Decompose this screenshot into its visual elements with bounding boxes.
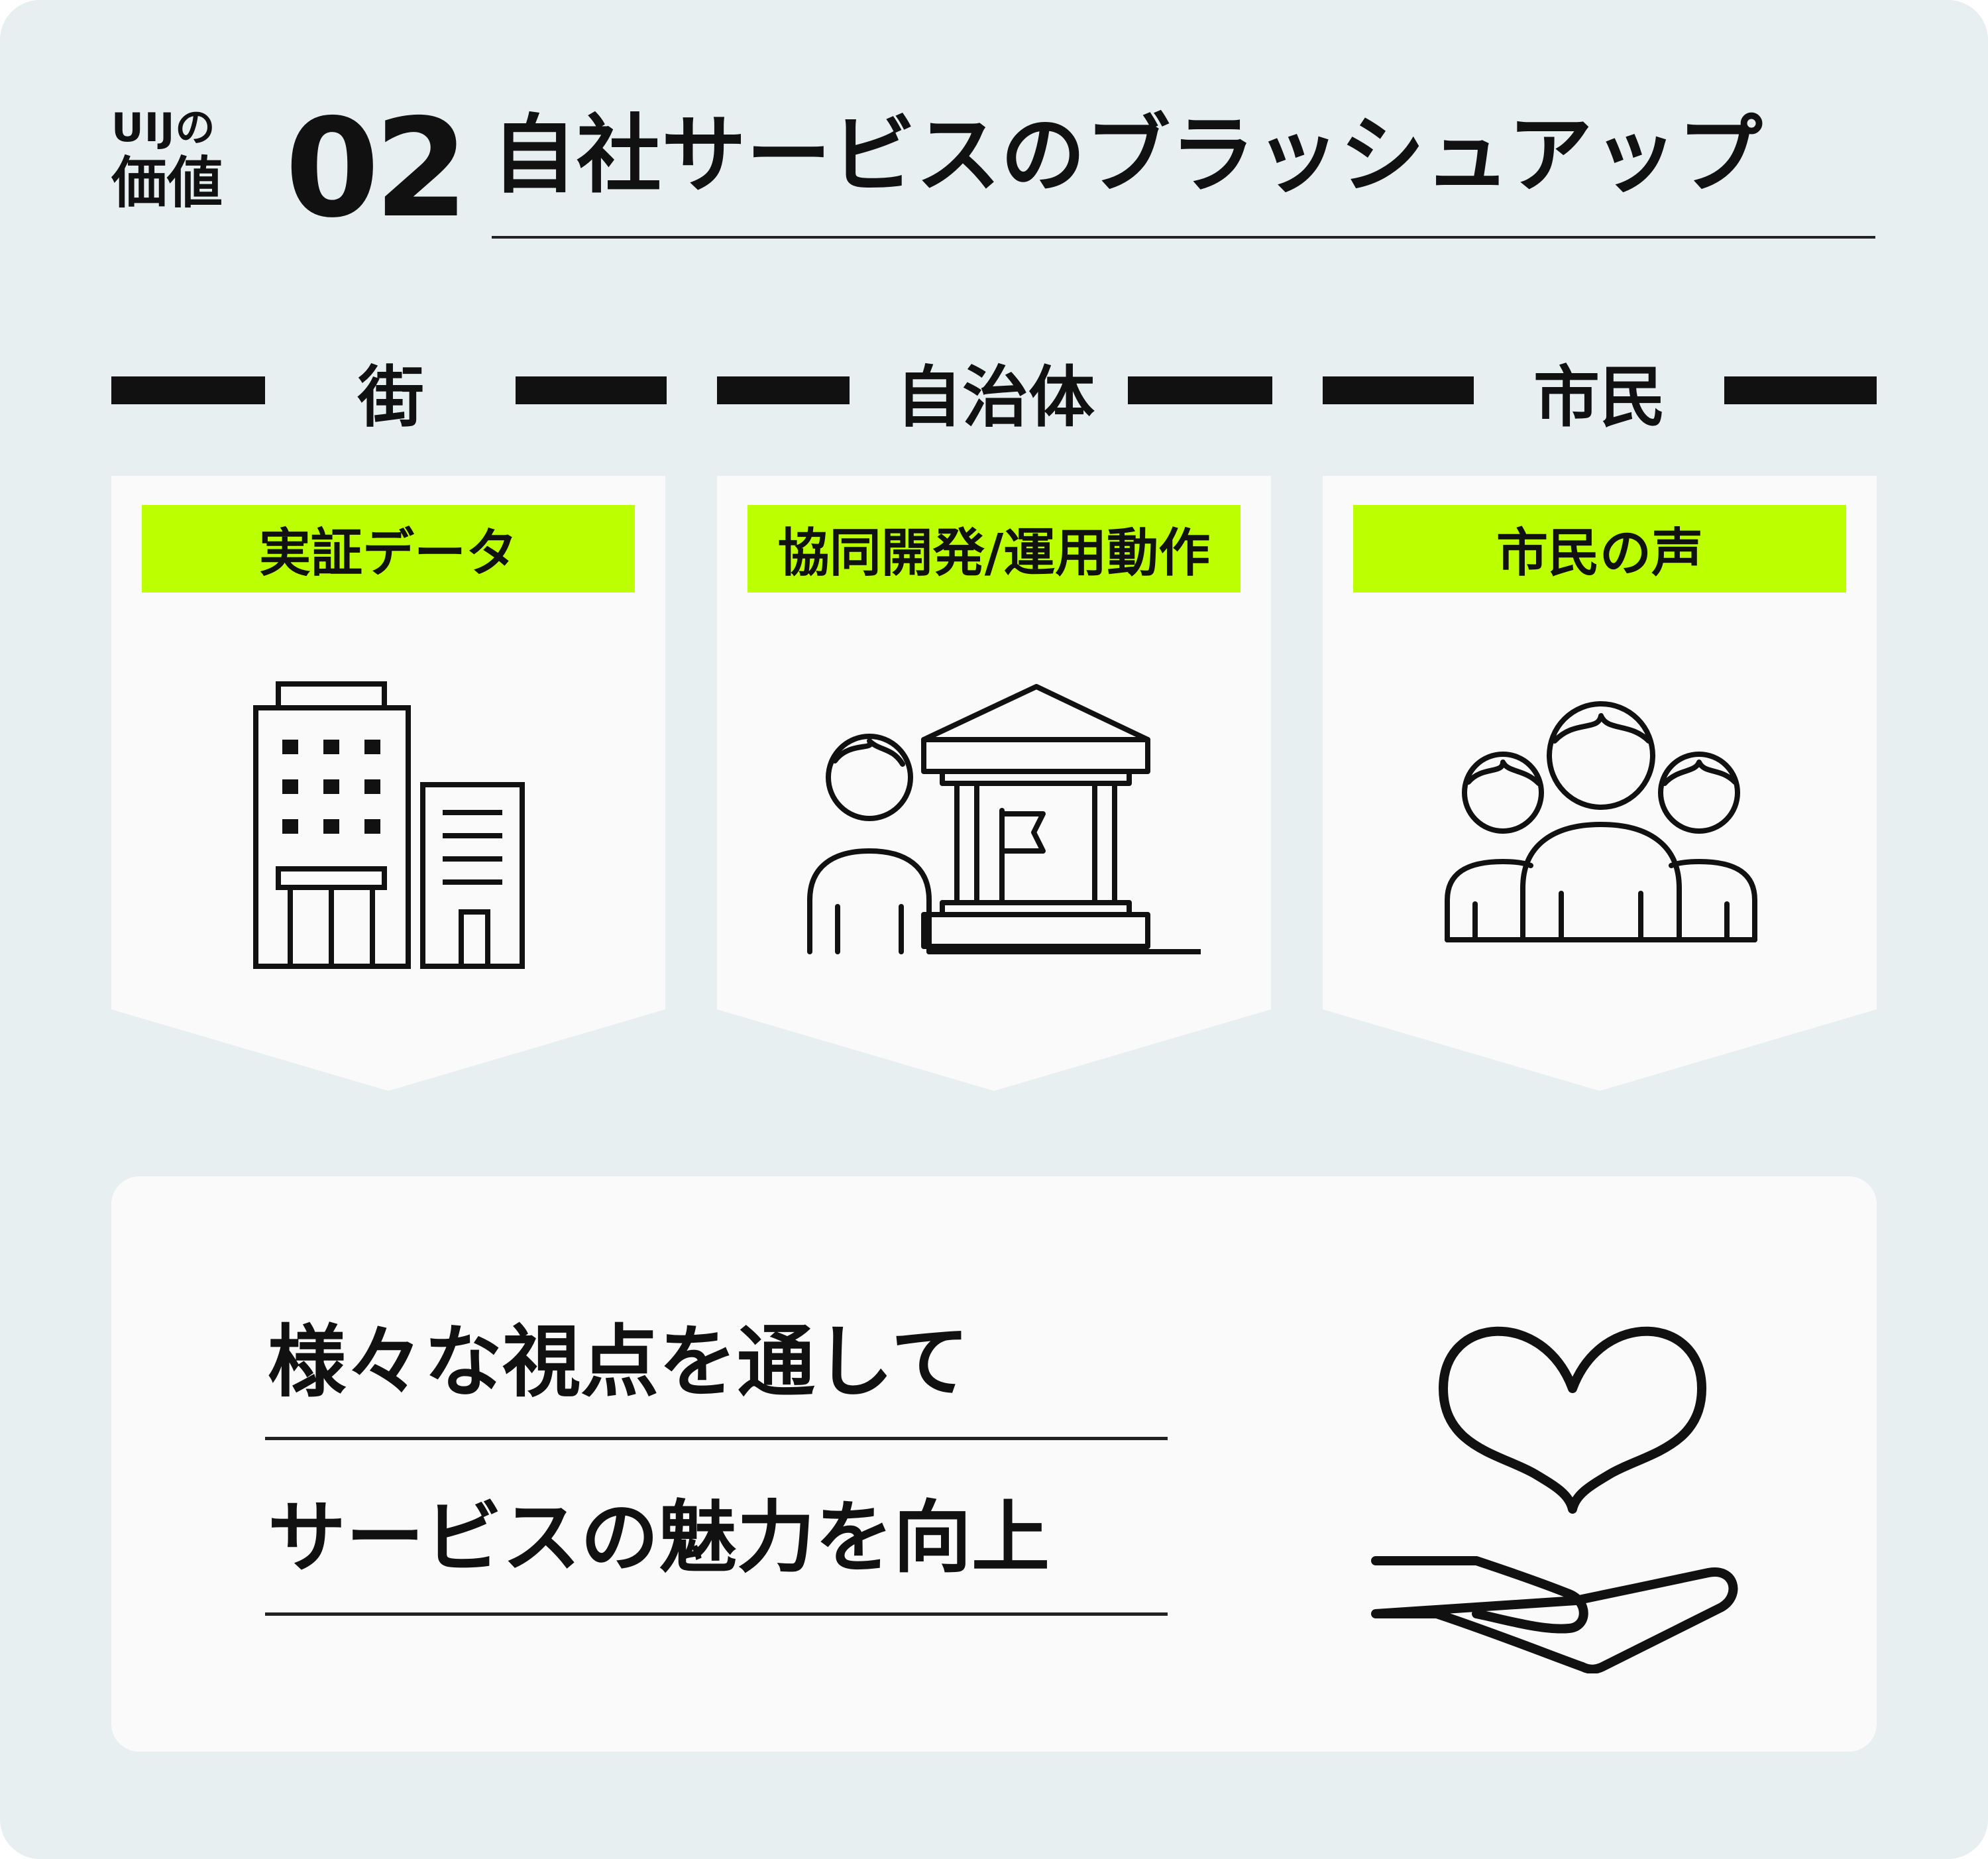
card-citizens: 市民の声 (1323, 476, 1877, 1092)
column-heading-citizens: 市民 (1533, 358, 1666, 436)
card-town-arrow-shape (111, 476, 665, 1091)
column-heading-town: 街 (358, 358, 424, 436)
header-title: 自社サービスのブラッシュアップ (492, 106, 1763, 205)
header-label-line1: UIJの (111, 105, 216, 151)
result-line2: サービスの魅力を向上 (268, 1492, 1050, 1583)
header-label-line2: 価値 (111, 150, 223, 215)
heading-dash-left-2 (717, 376, 850, 404)
result-line1: 様々な視点を通して (268, 1316, 969, 1408)
heading-dash-left-3 (1323, 376, 1474, 404)
heading-dash-right-3 (1724, 376, 1877, 404)
heart-in-hand-icon (1371, 1326, 1738, 1673)
card-municipality-tag: 協同開発/運用動作 (747, 505, 1241, 592)
card-citizens-tag: 市民の声 (1353, 505, 1846, 592)
card-municipality: 協同開発/運用動作 (717, 476, 1271, 1092)
result-line1-underline (265, 1437, 1168, 1440)
header-number: 02 (285, 90, 469, 248)
card-town-tag: 実証データ (142, 505, 635, 592)
result-panel: 様々な視点を通して サービスの魅力を向上 (111, 1176, 1877, 1752)
result-line2-underline (265, 1612, 1168, 1616)
heading-dash-left-1 (111, 376, 265, 404)
heading-dash-right-2 (1128, 376, 1272, 404)
person-and-city-hall-icon (807, 684, 1201, 954)
office-buildings-icon (253, 681, 525, 969)
group-of-people-icon (1445, 701, 1757, 942)
card-town: 実証データ (111, 476, 665, 1092)
heading-dash-right-1 (516, 376, 667, 404)
header-underline (492, 236, 1875, 239)
header-label: UIJの 価値 (111, 105, 264, 215)
column-heading-municipality: 自治体 (896, 358, 1095, 436)
